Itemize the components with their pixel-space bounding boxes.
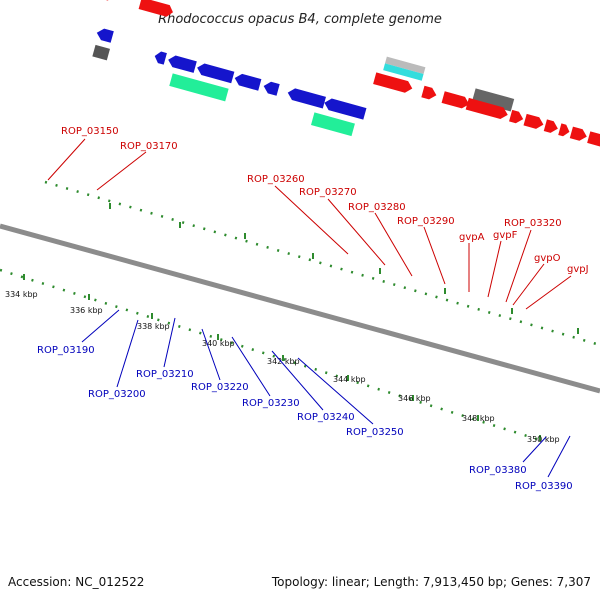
forward-gene[interactable] [558, 123, 571, 137]
forward-gene-labels: ROP_03150 ROP_03170 ROP_03260 ROP_03270 … [47, 126, 589, 310]
leader-line [374, 212, 413, 277]
gene-label[interactable]: ROP_03190 [37, 345, 95, 356]
leader-line [505, 229, 532, 303]
gene-label[interactable]: ROP_03390 [515, 481, 573, 492]
scale-label: 346 kbp [398, 394, 431, 403]
forward-gene[interactable] [543, 119, 560, 134]
gene-label[interactable]: ROP_03380 [469, 465, 527, 476]
forward-gene[interactable] [569, 126, 589, 143]
reverse-gene-labels: ROP_03190 ROP_03200 ROP_03210 ROP_03220 … [37, 309, 573, 492]
leader-line [487, 240, 502, 298]
reverse-gene[interactable] [262, 80, 280, 96]
upper-strand-genes [100, 0, 600, 150]
scale-label: 344 kbp [333, 375, 366, 384]
forward-gene[interactable] [100, 0, 116, 2]
reverse-gene[interactable] [286, 87, 326, 109]
rna-feature[interactable] [169, 73, 229, 102]
gene-label[interactable]: ROP_03250 [346, 427, 404, 438]
leader-line [522, 436, 547, 463]
gene-label[interactable]: ROP_03200 [88, 389, 146, 400]
gene-label[interactable]: ROP_03240 [297, 412, 355, 423]
reverse-gene[interactable] [196, 62, 235, 84]
scale-labels: 334 kbp 336 kbp 338 kbp 340 kbp 342 kbp … [5, 290, 560, 444]
genome-backbone [0, 223, 600, 394]
leader-line [163, 317, 176, 368]
gene-label[interactable]: ROP_03150 [61, 126, 119, 137]
forward-gene[interactable] [421, 85, 438, 101]
light-gray-feature[interactable] [385, 56, 426, 75]
gene-label[interactable]: ROP_03320 [504, 218, 562, 229]
reverse-gene[interactable] [95, 27, 114, 43]
gene-label[interactable]: ROP_03280 [348, 202, 406, 213]
scale-label: 338 kbp [137, 322, 170, 331]
map-title: Rhodococcus opacus B4, complete genome [158, 12, 442, 27]
leader-line [81, 309, 120, 343]
gene-label[interactable]: gvpO [534, 253, 561, 264]
leader-line [327, 198, 386, 266]
reverse-gene[interactable] [323, 97, 367, 120]
gene-label[interactable]: ROP_03260 [247, 174, 305, 185]
scale-label: 340 kbp [202, 339, 235, 348]
forward-gene[interactable] [523, 113, 546, 131]
leader-line [297, 357, 374, 425]
scale-label: 334 kbp [5, 290, 38, 299]
leader-line [423, 226, 446, 285]
scale-label: 348 kbp [462, 414, 495, 423]
lower-strand-genes [92, 27, 367, 137]
gene-label[interactable]: ROP_03210 [136, 369, 194, 380]
forward-gene[interactable] [465, 97, 510, 121]
leader-line [96, 151, 147, 191]
gene-label[interactable]: ROP_03290 [397, 216, 455, 227]
leader-line [525, 275, 572, 310]
leader-line [271, 350, 324, 411]
forward-gene[interactable] [441, 91, 471, 110]
accession-text: Accession: NC_012522 [8, 575, 144, 589]
leader-line [47, 138, 86, 181]
forward-gene[interactable] [587, 131, 600, 150]
gene-label[interactable]: ROP_03170 [120, 141, 178, 152]
leader-line [116, 319, 139, 388]
reverse-gene[interactable] [153, 50, 167, 65]
leader-line [201, 328, 221, 381]
reverse-gene[interactable] [233, 72, 262, 91]
scale-label: 342 kbp [267, 357, 300, 366]
rna-feature[interactable] [383, 63, 424, 81]
forward-gene[interactable] [138, 0, 175, 18]
gene-label[interactable]: ROP_03270 [299, 187, 357, 198]
rna-feature[interactable] [310, 112, 355, 137]
gene-label[interactable]: ROP_03220 [191, 382, 249, 393]
gene-label[interactable]: ROP_03230 [242, 398, 300, 409]
lower-ruler-track [0, 268, 541, 442]
pseudo-gene[interactable] [472, 88, 515, 112]
upper-ruler-track [44, 180, 600, 347]
gene-label[interactable]: gvpA [459, 232, 485, 243]
gene-label[interactable]: gvpJ [567, 264, 589, 275]
leader-line [231, 336, 271, 397]
reverse-gene[interactable] [167, 54, 197, 73]
forward-gene[interactable] [373, 72, 414, 94]
leader-line [547, 435, 571, 478]
genome-summary-text: Topology: linear; Length: 7,913,450 bp; … [271, 575, 591, 589]
scale-label: 336 kbp [70, 306, 103, 315]
leader-line [512, 263, 545, 306]
leader-line [274, 185, 349, 255]
pseudo-gene[interactable] [92, 44, 110, 61]
forward-gene[interactable] [509, 109, 525, 125]
gene-label[interactable]: gvpF [493, 230, 518, 241]
